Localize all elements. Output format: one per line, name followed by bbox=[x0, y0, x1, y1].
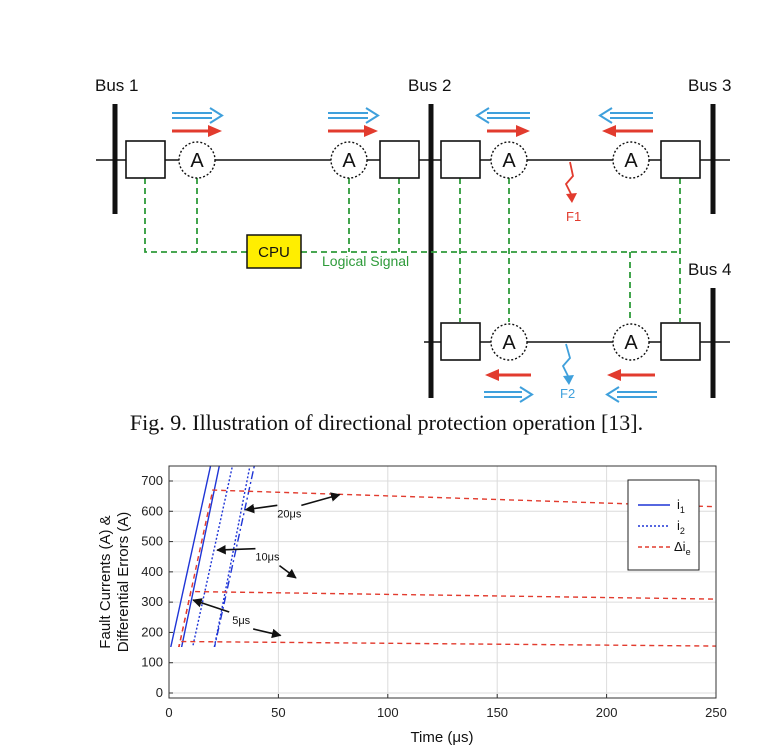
series-Δie bbox=[178, 640, 716, 647]
direction-arrows bbox=[172, 107, 657, 403]
chart-series bbox=[170, 466, 716, 647]
relays bbox=[178, 141, 650, 361]
relay-label: A bbox=[342, 150, 356, 172]
x-tick-label: 250 bbox=[705, 705, 727, 720]
annotation-arrow bbox=[253, 628, 282, 639]
annotation-label: 20μs bbox=[277, 508, 302, 520]
annotation-arrow bbox=[301, 492, 341, 507]
fault-f2-symbol bbox=[561, 343, 574, 385]
chart-annotations: 20μs 10μs 5μs bbox=[192, 492, 341, 639]
legend-label-i2: i2 bbox=[677, 518, 685, 536]
annotation-arrow bbox=[244, 503, 278, 514]
series-i2 bbox=[213, 466, 251, 647]
relay-label: A bbox=[624, 332, 638, 354]
relay-label: A bbox=[624, 150, 638, 172]
fault-f1-label: F1 bbox=[566, 209, 581, 224]
y-tick-label: 300 bbox=[141, 594, 163, 609]
y-tick-label: 400 bbox=[141, 564, 163, 579]
logical-signal-label: Logical Signal bbox=[322, 253, 409, 269]
x-tick-label: 100 bbox=[377, 705, 399, 720]
annotation-label: 10μs bbox=[255, 552, 280, 564]
fault-f1-symbol bbox=[564, 161, 577, 203]
y-tick-label: 0 bbox=[156, 685, 163, 700]
legend-label-die: Δie bbox=[674, 539, 691, 557]
y-tick-label: 200 bbox=[141, 624, 163, 639]
annotation-arrow bbox=[278, 565, 297, 579]
x-axis-ticks: 0 50 100 150 200 250 bbox=[165, 694, 727, 720]
annotation-arrow bbox=[216, 544, 256, 555]
series-i2 bbox=[213, 466, 256, 647]
breakers bbox=[125, 140, 701, 361]
series-i1 bbox=[170, 466, 212, 647]
y-tick-label: 700 bbox=[141, 473, 163, 488]
legend: i1 i2 Δie bbox=[627, 479, 700, 571]
bus-4-label: Bus 4 bbox=[688, 260, 731, 279]
cpu-box bbox=[246, 234, 302, 269]
bus-1-label: Bus 1 bbox=[95, 76, 138, 95]
series-Δie bbox=[178, 489, 716, 647]
y-axis-ticks: 0 100 200 300 400 500 600 700 bbox=[141, 473, 173, 700]
bus-2-label: Bus 2 bbox=[408, 76, 451, 95]
x-axis-label: Time (μs) bbox=[410, 729, 473, 746]
y-axis-label-line1: Fault Currents (A) & bbox=[97, 515, 114, 648]
series-Δie bbox=[178, 590, 716, 647]
series-i2 bbox=[191, 466, 234, 647]
y-tick-label: 100 bbox=[141, 655, 163, 670]
plot-frame bbox=[168, 465, 717, 699]
legend-box bbox=[627, 479, 700, 571]
figure-caption: Fig. 9. Illustration of directional prot… bbox=[129, 410, 644, 435]
series-i1 bbox=[180, 466, 221, 647]
y-tick-label: 600 bbox=[141, 503, 163, 518]
y-tick-label: 500 bbox=[141, 534, 163, 549]
annotation-label: 5μs bbox=[232, 615, 250, 627]
bus-3-label: Bus 3 bbox=[688, 76, 731, 95]
annotation-arrow bbox=[192, 598, 230, 613]
x-tick-label: 0 bbox=[165, 705, 172, 720]
x-tick-label: 150 bbox=[486, 705, 508, 720]
x-tick-label: 200 bbox=[596, 705, 618, 720]
legend-label-i1: i1 bbox=[677, 497, 685, 515]
relay-label: A bbox=[502, 332, 516, 354]
x-tick-label: 50 bbox=[271, 705, 285, 720]
fault-current-chart: 0 50 100 150 200 250 0 100 200 300 400 500 600 700 2… bbox=[97, 465, 727, 746]
relay-label: A bbox=[190, 150, 204, 172]
chart-grid bbox=[169, 466, 716, 698]
fault-f2-label: F2 bbox=[560, 386, 575, 401]
cpu-label: CPU bbox=[258, 244, 290, 261]
relay-label: A bbox=[502, 150, 516, 172]
protection-diagram: Bus 1 Bus 2 Bus 3 Bus 4 CPU Logical Sign… bbox=[95, 76, 731, 403]
logical-signal-lines bbox=[144, 178, 681, 322]
y-axis-label-line2: Differential Errors (A) bbox=[115, 512, 132, 653]
